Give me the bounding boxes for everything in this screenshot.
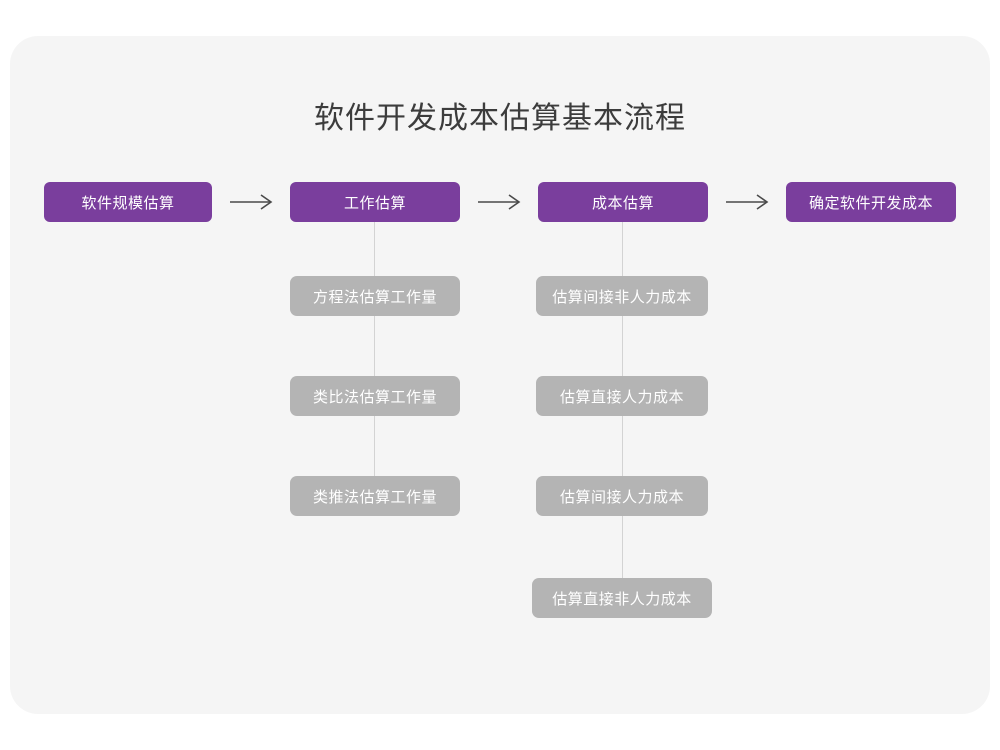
node-stage-work-estimation[interactable]: 工作估算: [290, 182, 460, 222]
arrow-stage3-to-stage4: [724, 190, 772, 214]
node-substep-cost-indirect-labor[interactable]: 估算间接人力成本: [536, 476, 708, 516]
arrow-stage1-to-stage2: [228, 190, 276, 214]
arrow-stage2-to-stage3: [476, 190, 524, 214]
node-substep-work-analogical-method[interactable]: 类推法估算工作量: [290, 476, 460, 516]
diagram-card: [10, 36, 990, 714]
node-stage-determine-development-cost[interactable]: 确定软件开发成本: [786, 182, 956, 222]
node-stage-cost-estimation[interactable]: 成本估算: [538, 182, 708, 222]
node-substep-cost-indirect-nonlabor[interactable]: 估算间接非人力成本: [536, 276, 708, 316]
node-stage-software-scale-estimation[interactable]: 软件规模估算: [44, 182, 212, 222]
node-substep-work-analogy-method[interactable]: 类比法估算工作量: [290, 376, 460, 416]
connector-line-work-column: [374, 212, 375, 500]
node-substep-work-equation-method[interactable]: 方程法估算工作量: [290, 276, 460, 316]
page-title: 软件开发成本估算基本流程: [314, 102, 686, 135]
node-substep-cost-direct-nonlabor[interactable]: 估算直接非人力成本: [532, 578, 712, 618]
node-substep-cost-direct-labor[interactable]: 估算直接人力成本: [536, 376, 708, 416]
